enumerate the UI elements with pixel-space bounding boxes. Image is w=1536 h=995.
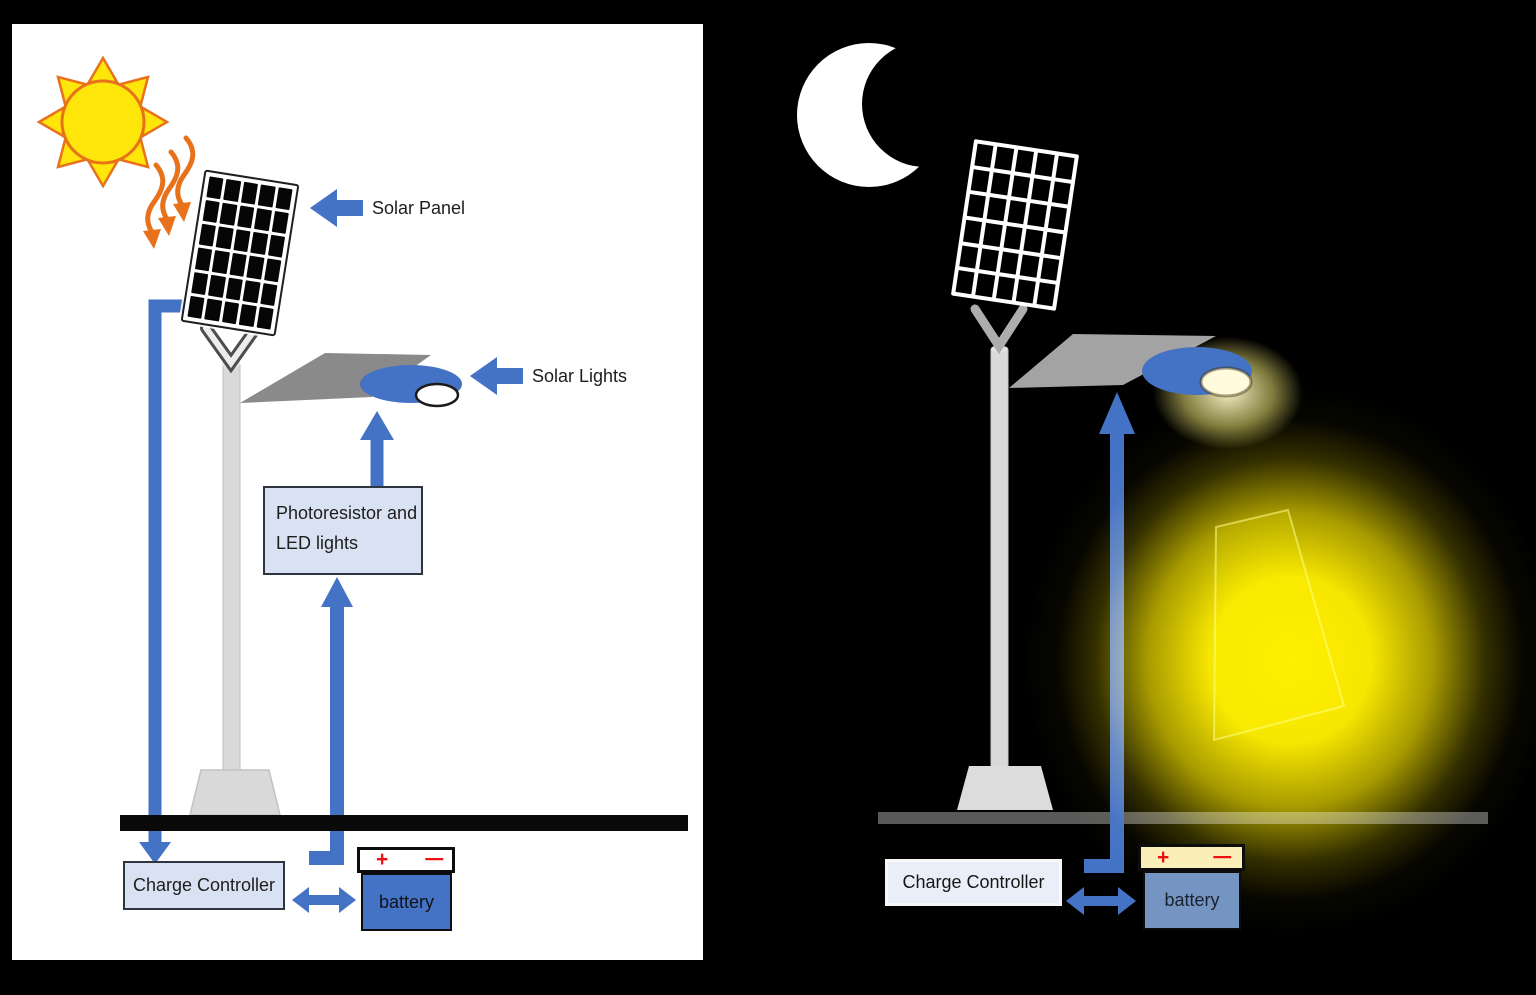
night-charge-controller-box: Charge Controller <box>885 859 1062 906</box>
solar-cell <box>204 298 223 322</box>
night-battery-terminals: + − <box>1138 844 1245 871</box>
solar-cell <box>1023 228 1043 253</box>
solar-cell <box>994 146 1015 171</box>
solar-lights-label: Solar Lights <box>532 366 628 386</box>
night-controller-battery-arrow <box>1066 887 1136 915</box>
solar-cell <box>238 303 257 327</box>
solar-cell <box>963 219 983 244</box>
street-light-glow <box>980 340 1536 980</box>
solar-cell <box>223 179 242 203</box>
solar-cell <box>999 251 1020 275</box>
solar-cell <box>242 279 261 304</box>
solar-cell <box>259 282 278 306</box>
night-ground-line <box>878 812 1488 824</box>
solar-cell <box>1047 206 1067 231</box>
solar-cell <box>202 200 221 224</box>
solar-cell <box>955 270 975 295</box>
photoresistor-box: Photoresistor and LED lights <box>263 486 423 575</box>
solar-cell <box>983 222 1003 247</box>
day-battery: battery <box>361 873 452 931</box>
solar-cell <box>979 248 999 272</box>
solar-cell <box>215 226 234 250</box>
solar-cell <box>966 194 987 219</box>
solar-cell <box>990 171 1011 196</box>
solar-cell <box>225 277 244 301</box>
solar-cell <box>1039 257 1060 282</box>
solar-cell <box>1031 177 1051 202</box>
solar-cell <box>959 245 979 269</box>
solar-cell <box>1027 203 1047 228</box>
solar-cell <box>275 187 293 211</box>
light-beam-outline <box>1212 508 1346 742</box>
photoresistor-box-line2: LED lights <box>276 533 359 553</box>
solar-cell <box>206 176 224 200</box>
night-wire-controller-to-lamp <box>1084 392 1135 873</box>
solar-cell <box>267 234 286 259</box>
minus-terminal: − <box>1211 845 1233 869</box>
solar-cell <box>257 184 276 208</box>
night-pole-cap <box>991 345 1007 353</box>
solar-cell <box>1043 231 1064 256</box>
solar-cell <box>236 205 255 229</box>
night-panel-mount <box>970 304 1028 355</box>
solar-panel-label: Solar Panel <box>372 198 466 218</box>
solar-cell <box>987 197 1007 222</box>
solar-cell <box>212 250 230 274</box>
solar-cell <box>1034 152 1055 177</box>
day-battery-terminals: + − <box>357 847 455 873</box>
solar-cell <box>995 276 1016 301</box>
solar-cell <box>1055 155 1075 180</box>
solar-cell <box>219 202 238 227</box>
solar-cell <box>221 301 240 325</box>
solar-cell <box>975 273 996 298</box>
solar-cell <box>1007 200 1027 225</box>
plus-terminal: + <box>1157 845 1170 869</box>
solar-cell <box>246 256 265 280</box>
solar-cell <box>250 232 268 256</box>
minus-terminal: − <box>423 848 445 871</box>
night-street-pole <box>990 346 1009 769</box>
solar-cell <box>187 295 205 319</box>
photoresistor-box-line1: Photoresistor and <box>276 503 418 523</box>
moon-icon <box>797 41 988 187</box>
solar-cell <box>233 229 251 253</box>
solar-cell <box>271 211 289 235</box>
solar-cell <box>263 258 282 282</box>
solar-cell <box>974 143 994 168</box>
solar-cell <box>240 181 259 205</box>
night-lamp-arm <box>1009 334 1216 388</box>
solar-cell <box>1019 254 1040 279</box>
solar-cell <box>970 168 991 193</box>
night-lamp-bulb <box>1199 366 1253 398</box>
solar-cell <box>1010 174 1031 199</box>
plus-terminal: + <box>376 848 389 871</box>
night-pole-base <box>957 766 1053 810</box>
solar-cell <box>1003 225 1023 250</box>
solar-cell <box>1051 181 1071 205</box>
solar-cell <box>208 274 226 298</box>
night-solar-panel <box>950 139 1080 311</box>
solar-cell <box>191 271 209 295</box>
day-charge-controller-box: Charge Controller <box>123 861 285 910</box>
solar-cell <box>229 253 247 277</box>
bulb-halo-glow <box>1128 318 1328 468</box>
solar-cell <box>194 247 213 272</box>
night-battery: battery <box>1143 871 1241 930</box>
solar-cell <box>1036 282 1056 307</box>
night-lamp <box>1142 347 1252 395</box>
solar-cell <box>1015 279 1036 304</box>
solar-cell <box>254 208 272 232</box>
solar-cell <box>256 306 274 330</box>
solar-cell <box>198 224 217 248</box>
solar-cell <box>1014 149 1035 174</box>
